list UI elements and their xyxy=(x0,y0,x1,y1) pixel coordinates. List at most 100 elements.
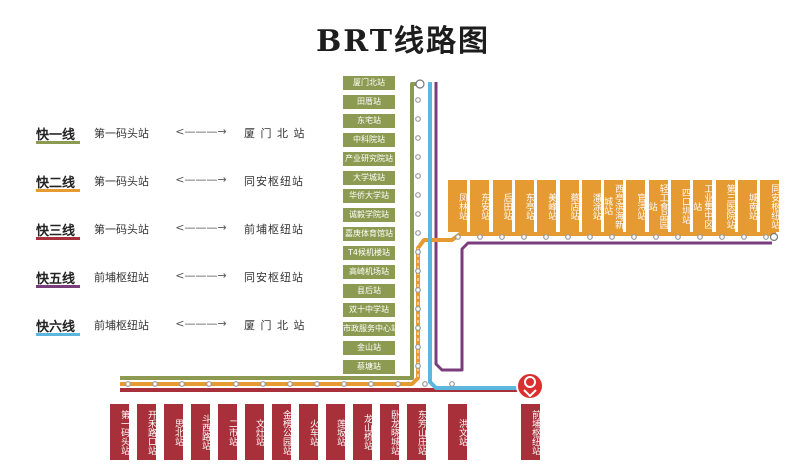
line1-route xyxy=(120,82,418,380)
legend-line-name: 快一线 xyxy=(36,128,76,143)
line-node xyxy=(287,381,293,387)
station-label: 县后站 xyxy=(343,283,395,298)
legend-arrow: <———→ xyxy=(175,173,227,186)
line-node xyxy=(543,234,549,240)
line-node xyxy=(763,234,769,240)
line-node xyxy=(415,268,421,274)
station-label: 华侨大学站 xyxy=(343,189,395,204)
station-label: 双十中学站 xyxy=(343,302,395,317)
station-label: 东宅站 xyxy=(343,113,395,128)
map-title: BRT线路图 xyxy=(315,24,491,59)
station-label: 市政服务中心站 xyxy=(343,321,395,336)
line-node xyxy=(521,234,527,240)
line-node xyxy=(415,306,421,312)
station-label: 高崎机场站 xyxy=(343,265,395,279)
legend-color-bar xyxy=(36,189,80,192)
station-label: 大学城站 xyxy=(343,170,395,185)
line-node xyxy=(477,234,483,240)
station-label: 卧龙晓城站 xyxy=(380,404,399,460)
station-label: 斗西路站 xyxy=(191,404,210,460)
line-node xyxy=(415,230,421,236)
line-node xyxy=(341,381,347,387)
line-node xyxy=(565,234,571,240)
station-label: 同安枢纽站 xyxy=(760,180,780,232)
east-terminal-node xyxy=(769,232,779,242)
station-label: T4候机楼站 xyxy=(343,246,395,261)
station-label: 金榜公园站 xyxy=(272,404,291,460)
station-label: 中科院站 xyxy=(343,132,395,147)
station-label: 轻工食品园站 xyxy=(648,180,668,232)
line-node xyxy=(415,344,421,350)
legend-line-name: 快二线 xyxy=(36,176,76,191)
line-node xyxy=(455,234,461,240)
station-label: 凤林站 xyxy=(448,180,467,232)
station-label: 开禾路口站 xyxy=(137,404,156,460)
line-node xyxy=(415,249,421,255)
legend-arrow: <———→ xyxy=(175,317,227,330)
station-label: 厦门北站 xyxy=(343,76,395,90)
line-node xyxy=(415,154,421,160)
legend-from-station: 前埔枢纽站 xyxy=(94,271,149,284)
station-label: 美峰站 xyxy=(537,180,557,232)
line-node xyxy=(631,234,637,240)
station-label: 第三医院站 xyxy=(715,180,735,232)
line-node xyxy=(415,211,421,217)
legend-row: 快六线前埔枢纽站<———→厦 门 北 站 xyxy=(36,316,336,338)
line-node xyxy=(697,234,703,240)
legend-color-bar xyxy=(36,285,80,288)
legend-from-station: 第一码头站 xyxy=(94,223,149,236)
legend-line-name: 快三线 xyxy=(36,224,76,239)
station-label: 四口圳站 xyxy=(671,180,690,232)
station-label: 龙山桥站 xyxy=(353,404,372,460)
line-node xyxy=(395,381,401,387)
station-label: 城南站 xyxy=(737,180,757,232)
legend-to-station: 厦 门 北 站 xyxy=(244,127,306,140)
legend-row: 快一线第一码头站<———→厦 门 北 站 xyxy=(36,124,336,146)
line-node xyxy=(609,234,615,240)
station-label: 嘉庚体育馆站 xyxy=(343,227,395,242)
legend-row: 快二线第一码头站<———→同安枢纽站 xyxy=(36,172,336,194)
line-node xyxy=(587,234,593,240)
legend-to-station: 前埔枢纽站 xyxy=(244,223,304,236)
north-terminal-node xyxy=(415,79,425,89)
line-node xyxy=(125,381,131,387)
station-label: 思北站 xyxy=(164,404,183,460)
legend-to-station: 同安枢纽站 xyxy=(244,271,304,284)
line-node xyxy=(653,234,659,240)
legend-from-station: 第一码头站 xyxy=(94,127,149,140)
line-node xyxy=(499,234,505,240)
station-label: 西亭滨海新城站 xyxy=(604,180,624,232)
station-label: 东芳山庄站 xyxy=(407,404,426,460)
line5-route xyxy=(434,82,772,372)
station-label: 蔡店站 xyxy=(559,180,579,232)
legend-from-station: 前埔枢纽站 xyxy=(94,319,149,332)
line-node xyxy=(415,287,421,293)
station-label: 二市站 xyxy=(218,404,237,460)
station-label: 前埔枢纽站 xyxy=(521,404,540,460)
line-node xyxy=(368,381,374,387)
legend-color-bar xyxy=(36,333,80,336)
line-node xyxy=(233,381,239,387)
station-label: 洪文站 xyxy=(448,404,467,460)
line-node xyxy=(152,381,158,387)
line-node xyxy=(449,381,455,387)
legend-arrow: <———→ xyxy=(175,269,227,282)
station-label: 工业集中区站 xyxy=(693,180,713,232)
line-node xyxy=(415,363,421,369)
line-node xyxy=(415,173,421,179)
line-node xyxy=(415,135,421,141)
location-pin-icon xyxy=(516,372,544,400)
station-label: 火车站 xyxy=(299,404,318,460)
legend-from-station: 第一码头站 xyxy=(94,175,149,188)
line-node xyxy=(206,381,212,387)
line-node xyxy=(415,97,421,103)
line-node xyxy=(260,381,266,387)
legend-color-bar xyxy=(36,141,80,144)
station-label: 东安站 xyxy=(470,180,490,232)
station-label: 田厝站 xyxy=(343,94,395,109)
station-label: 金山站 xyxy=(343,340,395,355)
line6-route xyxy=(428,82,530,390)
line-node xyxy=(719,234,725,240)
legend-row: 快三线第一码头站<———→前埔枢纽站 xyxy=(36,220,336,242)
station-label: 官浔站 xyxy=(626,180,646,232)
